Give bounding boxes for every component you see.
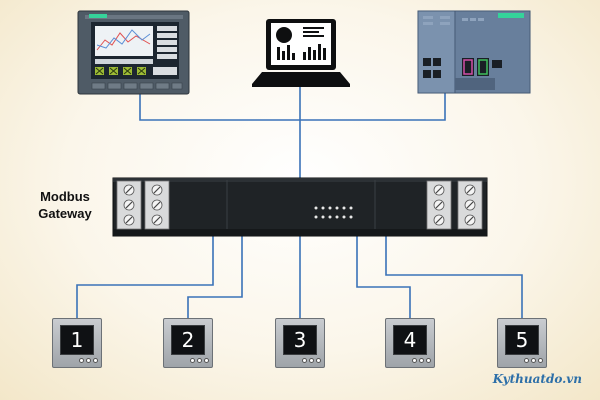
watermark: Kythuatdo.vn [492, 372, 582, 386]
connection-lines [76, 86, 523, 318]
slave-device-3: 3 [275, 318, 325, 368]
status-led-grid [314, 206, 353, 219]
link-slave-1 [76, 236, 214, 318]
slave-number: 3 [283, 325, 317, 355]
right-terminal-block [426, 180, 483, 230]
button-dots [79, 358, 101, 364]
slave-device-2: 2 [163, 318, 213, 368]
link-slave-5 [385, 236, 523, 318]
gateway-label-line1: Modbus [40, 189, 90, 204]
hmi-screen-icon [77, 10, 190, 95]
slave-number: 1 [60, 325, 94, 355]
modbus-gateway [112, 177, 488, 237]
link-slave-2 [187, 236, 243, 318]
plc-icon [417, 10, 531, 94]
gateway-label: Modbus Gateway [20, 188, 110, 222]
slave-device-4: 4 [385, 318, 435, 368]
link-plc [300, 93, 446, 121]
button-dots [302, 358, 324, 364]
slave-number: 5 [505, 325, 539, 355]
link-hmi [139, 94, 300, 121]
slave-number: 4 [393, 325, 427, 355]
button-dots [412, 358, 434, 364]
slave-number: 2 [171, 325, 205, 355]
slave-device-5: 5 [497, 318, 547, 368]
link-slave-4 [356, 236, 411, 318]
gateway-label-line2: Gateway [38, 206, 92, 221]
laptop-icon [252, 19, 350, 87]
slave-device-1: 1 [52, 318, 102, 368]
button-dots [524, 358, 546, 364]
button-dots [190, 358, 212, 364]
left-terminal-block [116, 180, 170, 230]
